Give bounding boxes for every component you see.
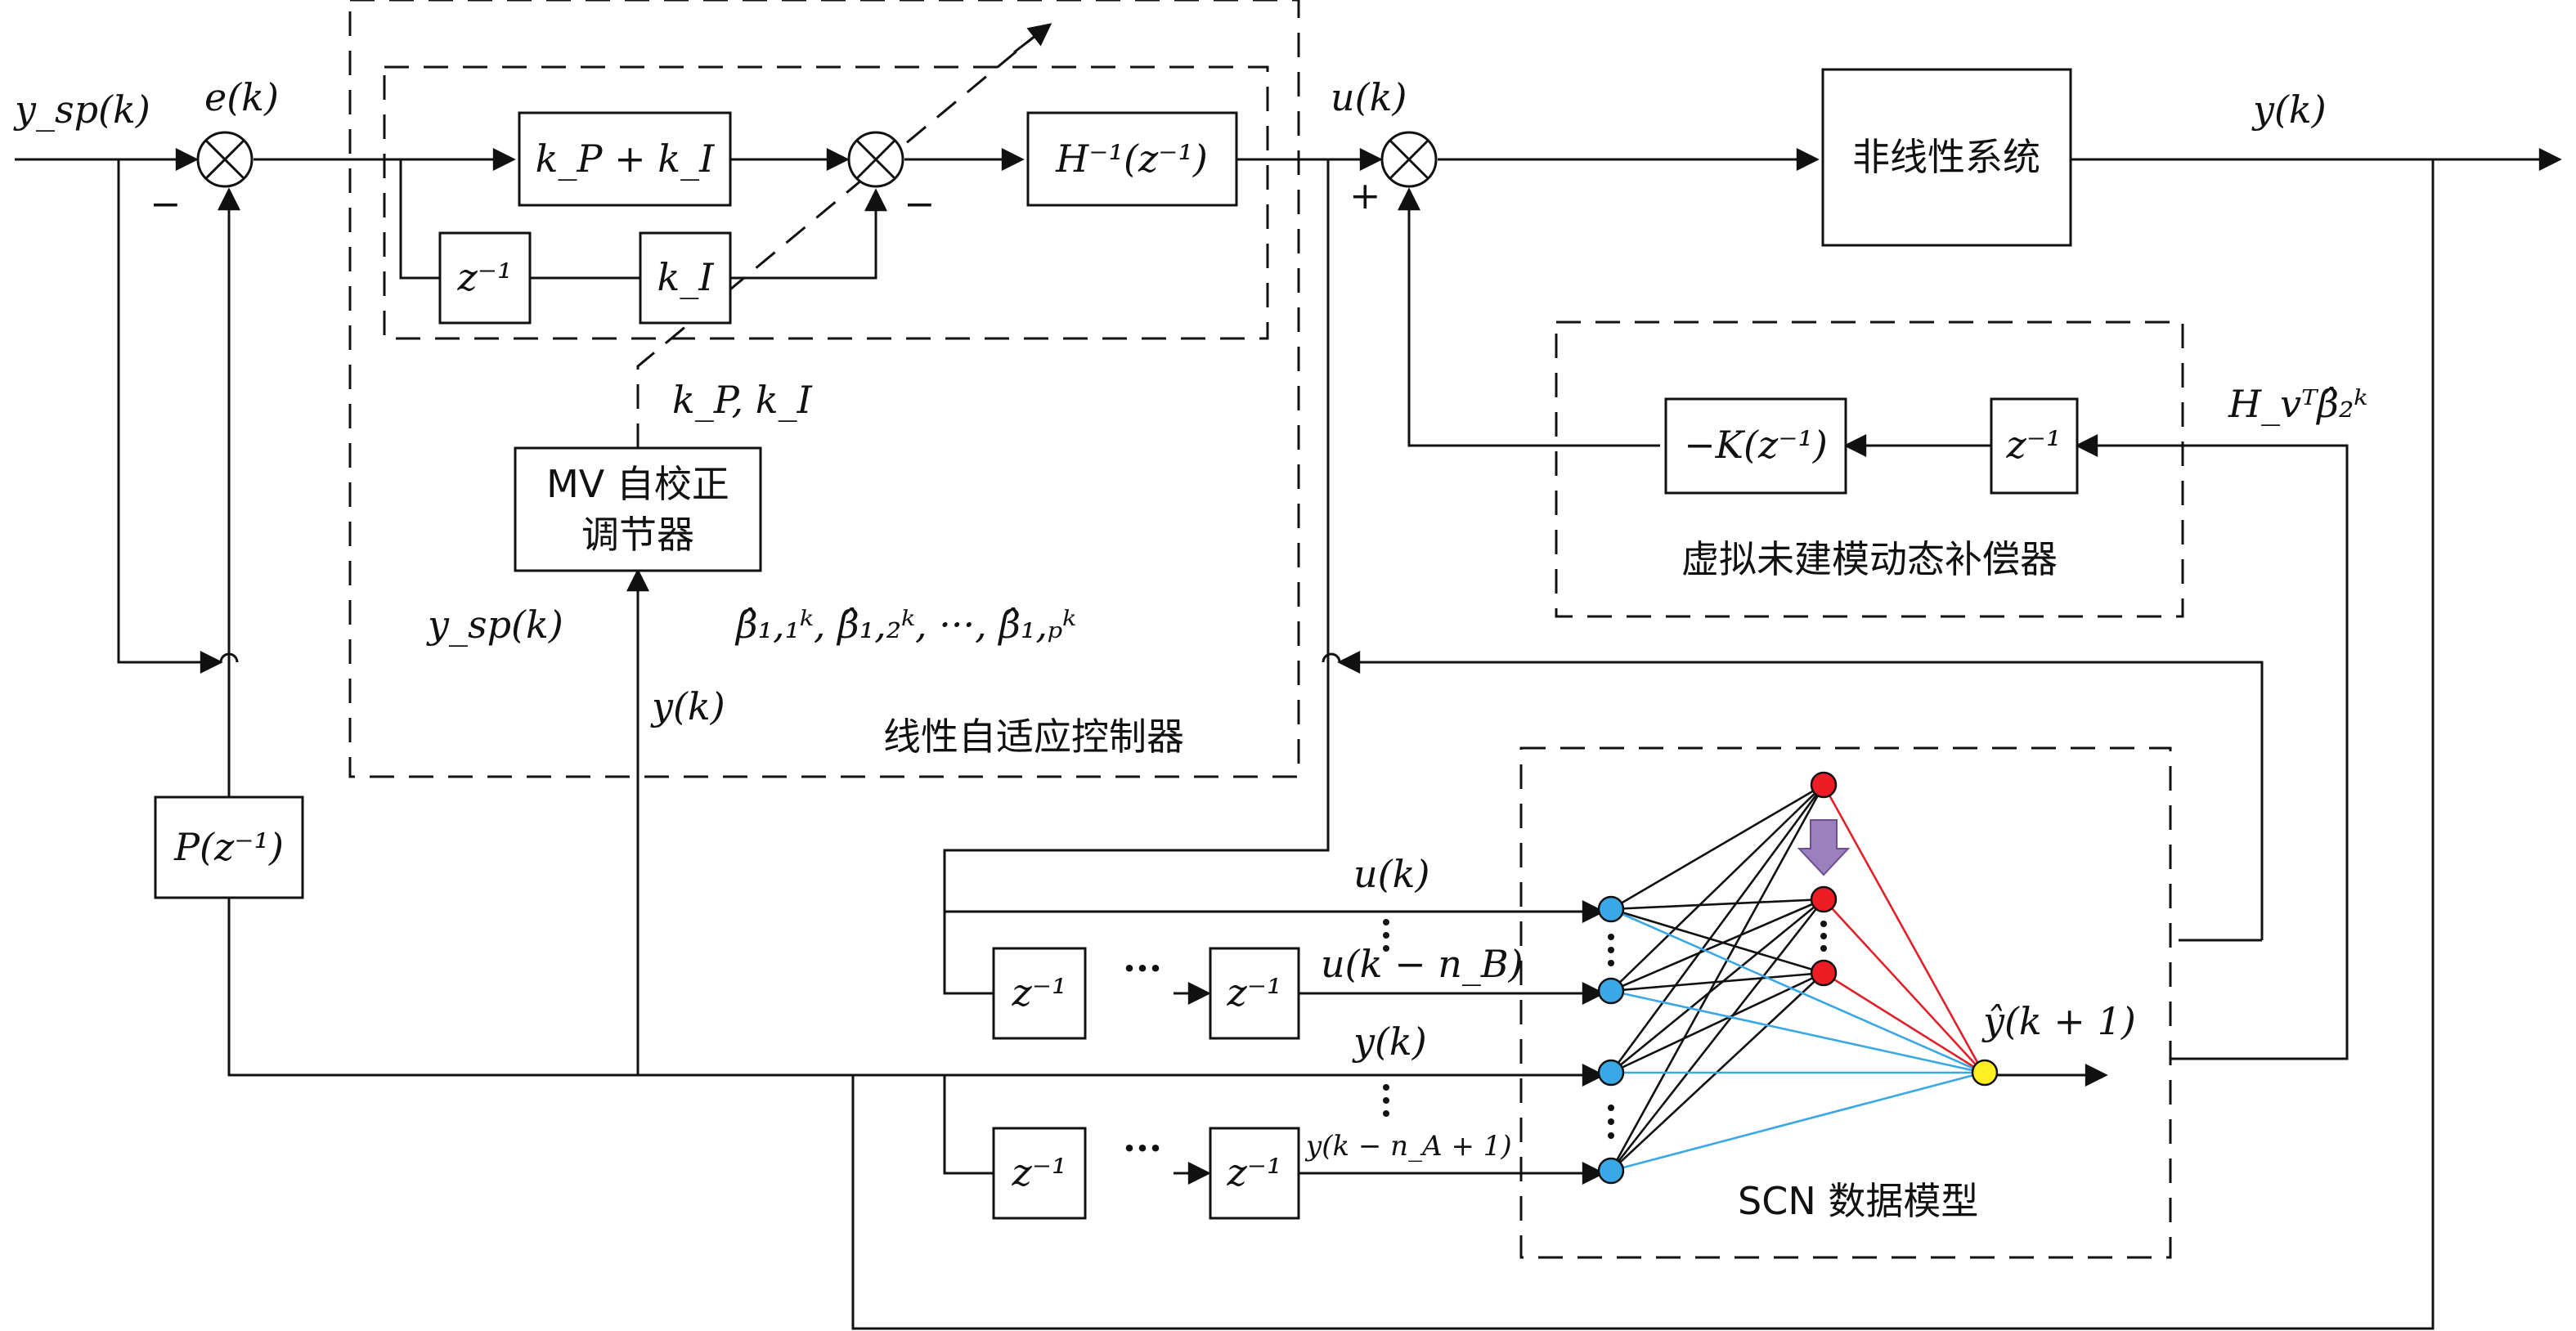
scn-model-frame [1519, 746, 2172, 1259]
label-yk-mid: y(k) [650, 684, 725, 728]
uk-delay-branch-line [943, 912, 994, 995]
label-nonlinear-system: 非线性系统 [1852, 135, 2040, 179]
hidden-node-2 [1810, 959, 1838, 987]
label-zinv-y-delay-1: z⁻¹ [1012, 1150, 1067, 1194]
label-kp-ki-params: k_P, k_I [672, 378, 813, 422]
label-uk-nb: u(k − n_B) [1321, 942, 1524, 986]
negK-block [1664, 397, 1847, 495]
tuning-dashed-line [636, 33, 1038, 448]
beta1-return-line [1337, 651, 2264, 940]
label-hinv: H⁻¹(z⁻¹) [1055, 137, 1208, 181]
pi-inner-frame [383, 65, 1269, 340]
label-uk-top: u(k) [1331, 75, 1407, 119]
label-ek: e(k) [204, 75, 279, 119]
pz-block [154, 795, 304, 899]
pz-bottom-line [227, 898, 952, 1077]
summing-junction-3 [1380, 131, 1438, 188]
kp-ki-block [518, 111, 732, 207]
network-red-edges [1822, 784, 1985, 1074]
label-ysp-mid: y_sp(k) [426, 603, 563, 647]
summing-junction-1 [196, 131, 254, 188]
label-ysp-input: y_sp(k) [13, 87, 150, 132]
summing-junction-2 [847, 131, 904, 188]
label-scn-model: SCN 数据模型 [1738, 1179, 1978, 1223]
input-nodes [1597, 895, 1625, 1185]
output-node [1971, 1059, 1999, 1087]
label-zinv-u-delay-2: z⁻¹ [1227, 970, 1282, 1015]
label-yk-net: y(k) [1352, 1020, 1427, 1064]
ki-block [639, 231, 732, 325]
negK-to-sum3-line [1398, 187, 1660, 447]
zinv-y-delay-1-block [992, 1127, 1087, 1220]
zinv-y-delay-2-block [1209, 1127, 1300, 1220]
label-zinv-integrator: z⁻¹ [457, 255, 513, 299]
input-node-yk-na [1597, 1157, 1625, 1185]
scn-network [1383, 771, 1999, 1185]
label-zinv-y-delay-2: z⁻¹ [1227, 1150, 1282, 1194]
compensator-frame [1555, 320, 2184, 618]
mv-regulator-block [514, 446, 762, 572]
network-blue-edges [1610, 908, 1984, 1172]
hidden-node-1 [1810, 885, 1838, 913]
input-node-uk-nb [1597, 977, 1625, 1005]
input-node-yk [1597, 1059, 1625, 1087]
zinv-u-delay-2-block [1209, 947, 1300, 1040]
zinv-u-delay-1-block [992, 947, 1087, 1040]
ysp-to-mv-line [117, 159, 223, 674]
label-hv-beta2: H_vᵀβ̂₂ᵏ [2228, 382, 2367, 426]
label-compensator: 虚拟未建模动态补偿器 [1681, 537, 2058, 581]
label-negK: −K(z⁻¹) [1684, 423, 1828, 467]
label-uk-net: u(k) [1353, 852, 1429, 896]
label-mv-line1: MV 自校正 [546, 462, 729, 506]
label-kp-ki: k_P + k_I [536, 137, 715, 181]
linear-adaptive-controller-frame [348, 0, 1300, 778]
zinv-compensator-block [1990, 397, 2079, 495]
hidden-node-arrow-icon [1797, 819, 1851, 876]
label-mv-line2: 调节器 [581, 513, 694, 557]
ki-to-sum2-line [730, 188, 887, 280]
network-black-edges [1609, 783, 1825, 1172]
yhat-to-compensator-line [2075, 434, 2349, 1060]
beta1-jump-arc [1322, 652, 1341, 663]
zinv-integrator-block [438, 231, 532, 325]
label-pz: P(z⁻¹) [173, 825, 284, 869]
label-plus-1: + [1349, 173, 1381, 217]
hinv-block [1026, 111, 1238, 207]
label-yk-top: y(k) [2251, 87, 2327, 132]
uk-down-line [943, 159, 1605, 923]
label-yk-na: y(k − n_A + 1) [1304, 1130, 1512, 1163]
label-zinv-u-delay-1: z⁻¹ [1012, 970, 1067, 1015]
integrator-branch-line [399, 159, 440, 280]
tuning-arrow-head [1013, 23, 1052, 54]
label-linear-controller: 线性自适应控制器 [883, 715, 1184, 759]
label-ellipsis-u: ··· [1123, 946, 1162, 990]
nonlinear-system-block [1821, 68, 2072, 247]
label-ki: k_I [657, 255, 714, 299]
hidden-node-new [1810, 771, 1838, 799]
label-zinv-compensator: z⁻¹ [2006, 423, 2062, 467]
yk-delay-branch-line [943, 1075, 994, 1175]
label-minus-1: − [150, 182, 182, 226]
input-node-uk [1597, 895, 1625, 923]
hidden-nodes [1810, 771, 1838, 987]
output-feedback-bus [851, 159, 2435, 1330]
label-beta1: β̂₁,₁ᵏ, β̂₁,₂ᵏ, ···, β̂₁,ₚᵏ [734, 603, 1076, 647]
label-yhat: ŷ(k + 1) [1981, 999, 2136, 1043]
label-ellipsis-y: ··· [1123, 1126, 1162, 1170]
label-minus-2: − [904, 182, 936, 226]
vertical-dots-icons [1383, 919, 1827, 1139]
